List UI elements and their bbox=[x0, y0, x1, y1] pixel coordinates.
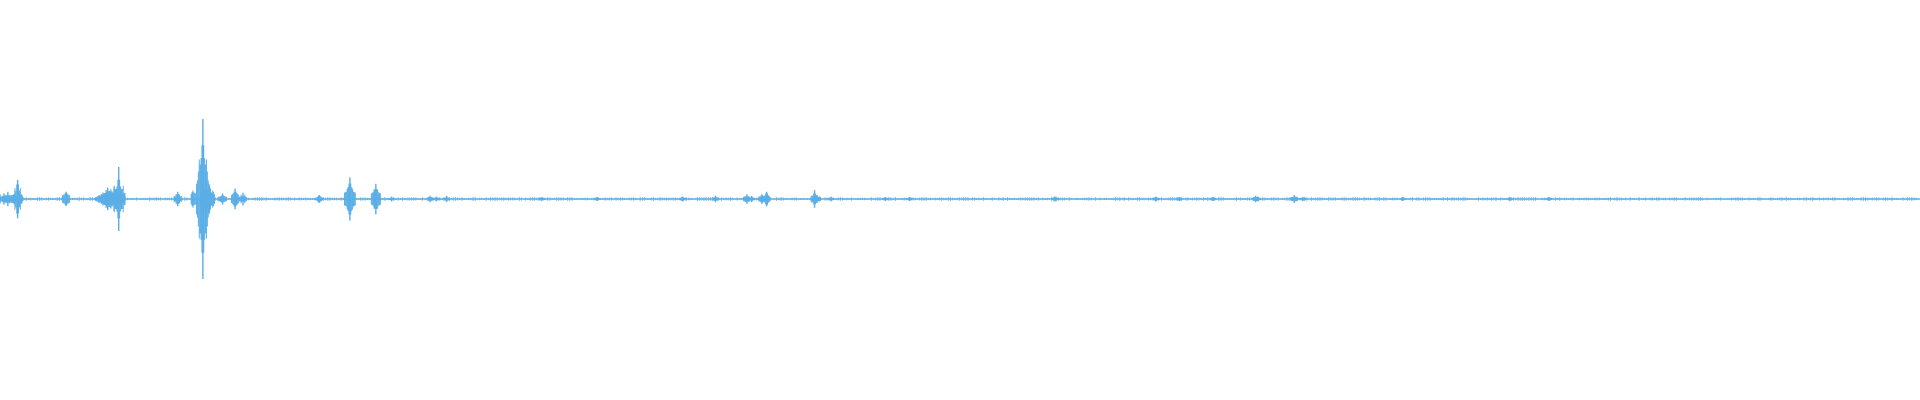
waveform-group bbox=[0, 119, 1920, 279]
